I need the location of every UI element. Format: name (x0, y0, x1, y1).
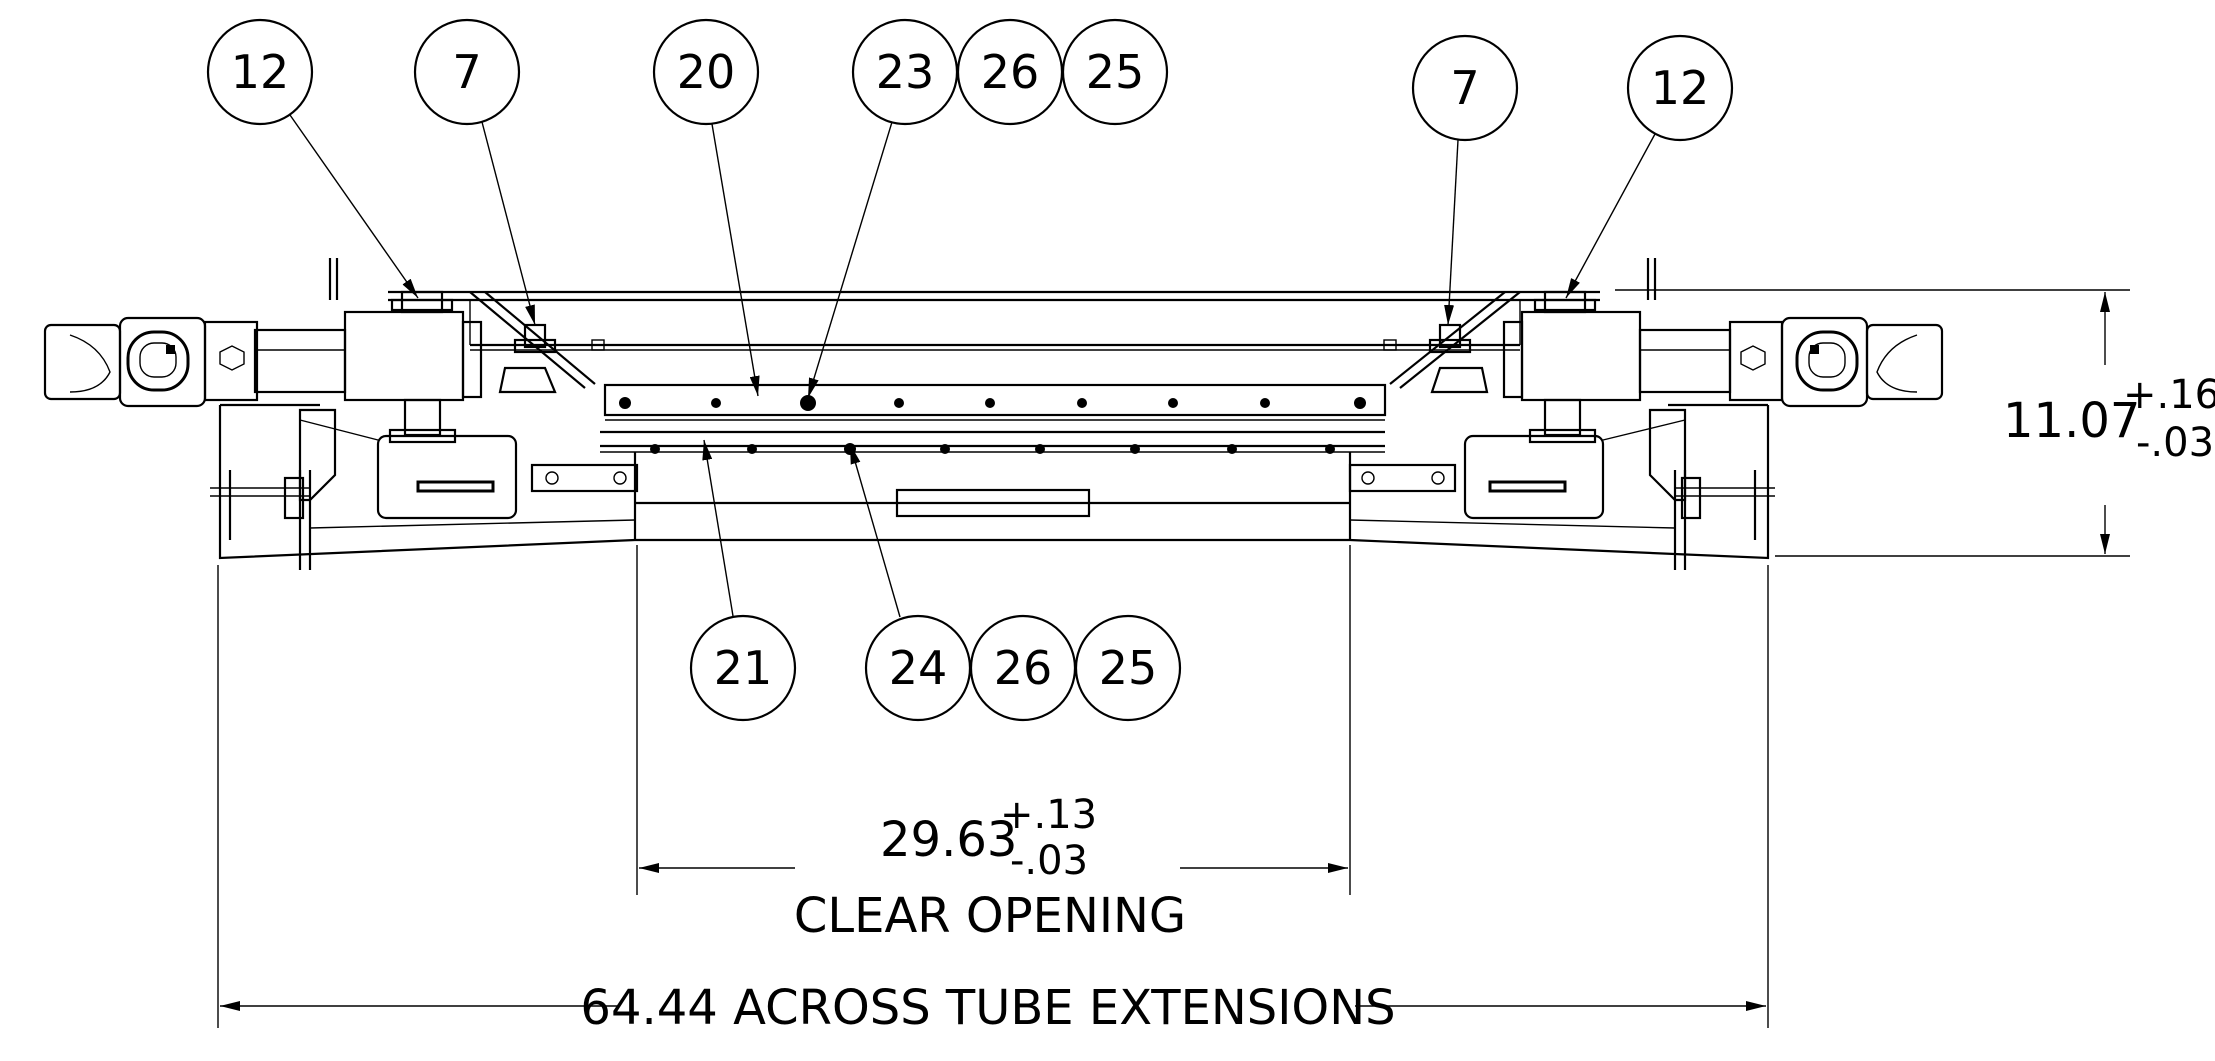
balloon-item-12-right: 12 (1626, 34, 1734, 142)
clear-opening-note: CLEAR OPENING (794, 888, 1186, 944)
balloon-item-25-bottom: 25 (1074, 614, 1182, 722)
height-tolerance-lower: -.03 (2136, 420, 2214, 466)
balloon-item-24: 24 (864, 614, 972, 722)
clear-opening-tolerance-upper: +.13 (1000, 792, 1097, 838)
height-tolerance-upper: +.16 (2123, 372, 2215, 418)
balloon-label: 25 (1086, 45, 1145, 99)
balloon-item-20: 20 (652, 18, 760, 126)
balloon-item-23: 23 (851, 18, 959, 126)
balloon-item-26-top: 26 (956, 18, 1064, 126)
balloon-item-7-left: 7 (413, 18, 521, 126)
balloon-label: 23 (876, 45, 935, 99)
dimension-height: 11.07 +.16 -.03 (2003, 292, 2215, 554)
dimension-overall: 64.44 ACROSS TUBE EXTENSIONS (220, 980, 1766, 1036)
balloon-item-12-left: 12 (206, 18, 314, 126)
clear-opening-value: 29.63 (880, 812, 1017, 868)
balloon-label: 24 (889, 641, 948, 695)
balloon-label: 21 (714, 641, 773, 695)
balloon-label: 20 (677, 45, 736, 99)
height-dimension-value: 11.07 (2003, 393, 2140, 449)
balloon-label: 7 (452, 45, 481, 99)
rivet-row-lower (650, 443, 1335, 455)
leader-lines (289, 114, 1656, 618)
rivet-row-upper (619, 395, 1366, 411)
overall-dimension-label: 64.44 ACROSS TUBE EXTENSIONS (580, 980, 1395, 1036)
balloon-label: 26 (981, 45, 1040, 99)
assembly-body (43, 258, 1944, 570)
balloon-label: 25 (1099, 641, 1158, 695)
balloon-group-top: 12 7 20 23 26 25 7 12 (206, 18, 1734, 142)
clear-opening-tolerance-lower: -.03 (1010, 838, 1088, 884)
balloon-label: 7 (1450, 61, 1479, 115)
balloon-item-7-right: 7 (1411, 34, 1519, 142)
dimension-clear-opening: 29.63 +.13 -.03 CLEAR OPENING (639, 792, 1348, 944)
balloon-item-21: 21 (689, 614, 797, 722)
balloon-item-26-bottom: 26 (969, 614, 1077, 722)
extension-lines (217, 289, 2130, 1028)
balloon-label: 12 (1651, 61, 1710, 115)
balloon-item-25-top: 25 (1061, 18, 1169, 126)
balloon-label: 12 (231, 45, 290, 99)
balloon-label: 26 (994, 641, 1053, 695)
balloon-group-bottom: 21 24 26 25 (689, 614, 1182, 722)
